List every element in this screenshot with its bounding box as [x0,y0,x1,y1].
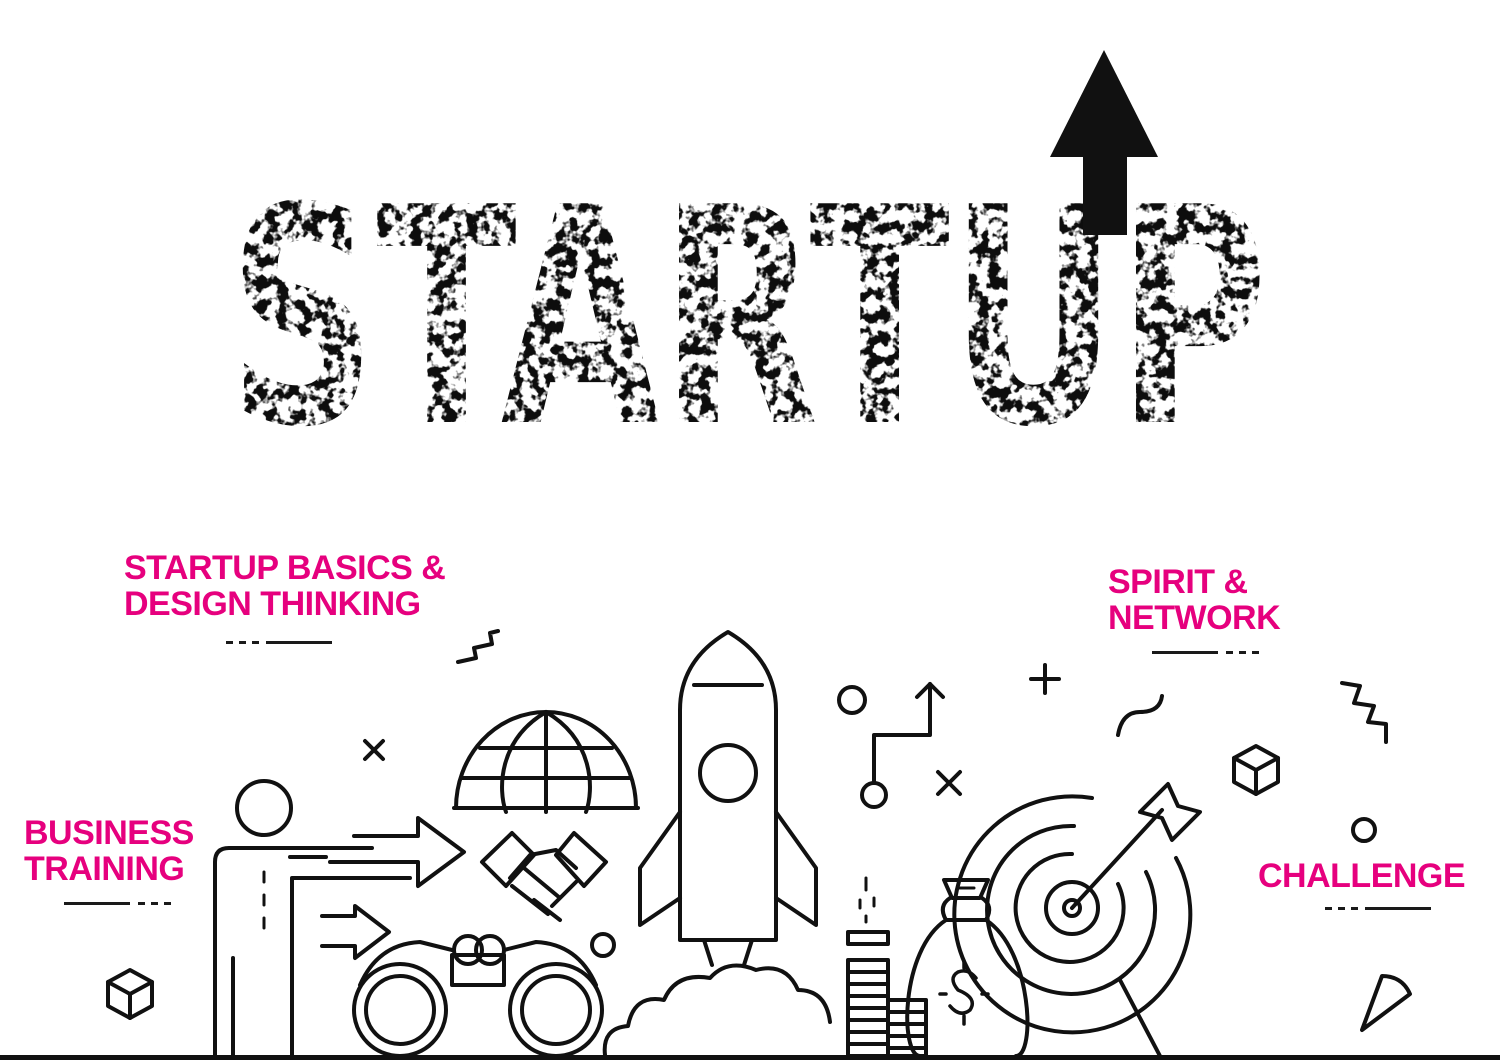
cloud-icon [602,963,832,1057]
zigzag-icon [1340,681,1388,744]
binoculars-icon [352,934,604,1058]
cross-icon [363,739,385,761]
cube-icon [1232,744,1280,796]
label-startup-basics-line-1: STARTUP BASICS & [124,549,446,587]
label-business-training: BUSINESS TRAINING [24,815,194,887]
label-spirit-network-line-2: NETWORK [1108,599,1281,637]
circle-icon [1351,817,1377,843]
wave-icon [1116,694,1164,737]
label-business-training-line-1: BUSINESS [24,814,194,852]
plus-icon [1029,663,1061,695]
up-arrow-icon [1050,50,1158,235]
cone-icon [1360,974,1412,1032]
arrow-right-icon [288,816,466,888]
target-icon [952,794,1193,1058]
startup-title: STARTUP [228,50,1268,493]
ground-line [0,1055,1500,1060]
divider-dashes [64,902,171,906]
path-arrow-icon [860,682,945,809]
handshake-icon [480,831,608,922]
label-challenge: CHALLENGE [1258,857,1466,895]
zigzag-icon [456,629,500,664]
label-business-training-line-2: TRAINING [24,850,185,888]
label-startup-basics: STARTUP BASICS & DESIGN THINKING [124,549,446,623]
rocket-icon [638,630,818,967]
dollar-sign-icon [938,960,990,1026]
circle-icon [590,932,616,958]
label-startup-basics-line-2: DESIGN THINKING [124,585,421,623]
dart-arrow-icon [1070,782,1202,910]
person-icon [213,779,412,1058]
divider-dashes [226,641,332,645]
divider-dashes [1152,651,1259,655]
globe-icon [452,710,640,814]
circle-icon [837,685,867,715]
arrow-right-icon [320,904,391,960]
divider-dashes [1325,907,1431,911]
cross-icon [936,770,962,796]
label-spirit-network-line-1: SPIRIT & [1108,563,1248,601]
label-spirit-network: SPIRIT & NETWORK [1108,563,1281,637]
cube-icon [106,968,154,1020]
